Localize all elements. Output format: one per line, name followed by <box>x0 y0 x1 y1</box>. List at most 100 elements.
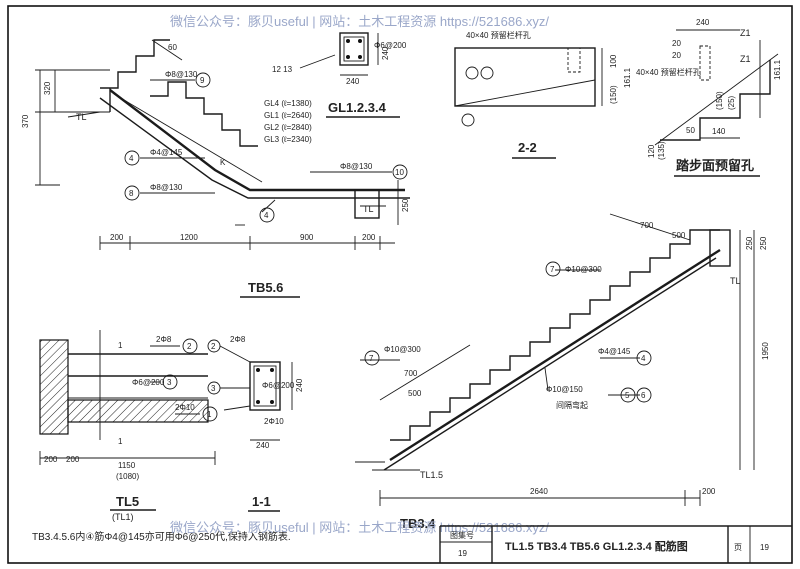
tread-left-dim-2: (135) <box>657 141 666 160</box>
sec22-dim-1: 100 <box>609 54 618 68</box>
tread-bot-dim-50: 50 <box>686 126 695 135</box>
tb34-callout-7b-num: 7 <box>369 354 374 363</box>
sec11-title: 1-1 <box>252 494 271 509</box>
tb34-callout-56: Φ10@150 <box>546 385 583 394</box>
tl5-left-dim-1: 200 <box>44 455 58 464</box>
tl5-sec-mark-top: 1 <box>118 341 123 350</box>
tb34-callout-7b: Φ10@300 <box>384 345 421 354</box>
tb34-top-dim-500: 500 <box>672 231 686 240</box>
tl5-left-dim-2: 200 <box>66 455 80 464</box>
tb34-bot-dim-200: 200 <box>702 487 716 496</box>
tb34-top-dim-700: 700 <box>640 221 654 230</box>
gl-list-4: GL3 (ℓ=2340) <box>264 135 312 144</box>
gl-list-1: GL4 (ℓ=1380) <box>264 99 312 108</box>
watermark-top: 微信公众号：豚贝useful | 网站：土木工程资源 https://52168… <box>170 14 549 29</box>
tb34-callout-5-num: 5 <box>625 391 630 400</box>
tl5-title: TL5 <box>116 494 139 509</box>
tread-dim-20a: 20 <box>672 39 681 48</box>
tb56-dim-1200: 1200 <box>180 233 198 242</box>
sec22-dim-2: (150) <box>609 85 618 104</box>
tb34-left-dim-500: 500 <box>408 389 422 398</box>
tb34-tl15-label: TL1.5 <box>420 470 443 480</box>
sec11-dim-v: 240 <box>295 378 304 392</box>
tb56-callout-4b-num: 4 <box>264 211 269 220</box>
sec11-n3: 3 <box>211 384 216 393</box>
tl5-n3: 3 <box>167 378 172 387</box>
note-text: TB3.4.5.6内④筋Φ4@145亦可用Φ6@250代,保持入钢筋表. <box>32 530 291 543</box>
tb56-callout-9: Φ8@130 <box>165 70 198 79</box>
tl5-c1: 2Φ10 <box>175 403 195 412</box>
tb34-note: 间隔弯起 <box>556 400 588 410</box>
tb56-title: TB5.6 <box>248 280 283 295</box>
sec11-drawing <box>207 339 293 441</box>
tb56-right-dim: 250 <box>401 198 410 212</box>
tb34-callout-6-num: 6 <box>641 391 646 400</box>
tb56-callout-4-num: 4 <box>129 154 134 163</box>
tb34-tl-label: TL <box>730 276 741 286</box>
titleblock-figno-label: 图集号 <box>450 530 474 540</box>
tb34-right-dim-250a: 250 <box>745 236 754 250</box>
tb34-drawing <box>355 213 755 506</box>
tb34-right-dim-250b: 250 <box>759 236 768 250</box>
tl5-sec-mark-bot: 1 <box>118 437 123 446</box>
sec22-drawing <box>454 47 603 127</box>
title-block <box>439 525 792 563</box>
tb56-callout-9-num: 9 <box>200 76 205 85</box>
tread-z1-top: Z1 <box>740 28 751 38</box>
tread-dim-240: 240 <box>696 18 710 27</box>
gl-dim-v: 240 <box>381 46 390 60</box>
tl5-n2: 2 <box>187 342 192 351</box>
tb56-callout-10: Φ8@130 <box>340 162 373 171</box>
tb56-dim-900: 900 <box>300 233 314 242</box>
tb56-k-mark: K <box>220 158 226 167</box>
tb56-tl-bottom-label: TL <box>363 204 374 214</box>
tb34-title: TB3.4 <box>400 516 436 531</box>
tb56-left-dim-2: 320 <box>43 81 52 95</box>
tread-dim-20b: 20 <box>672 51 681 60</box>
tb56-left-dim-1: 370 <box>21 114 30 128</box>
tb56-callout-8: Φ8@130 <box>150 183 183 192</box>
tb56-drawing <box>35 39 410 250</box>
sec22-dim-3: 161.1 <box>623 67 632 88</box>
tb56-callout-8-num: 8 <box>129 189 134 198</box>
tb34-left-dim-700: 700 <box>404 369 418 378</box>
tl5-dim-1150: 1150 <box>118 461 136 470</box>
tl5-drawing <box>39 330 218 465</box>
sheet-frame <box>7 5 793 564</box>
gl-title: GL1.2.3.4 <box>328 100 387 115</box>
tb56-top-dim: 60 <box>168 43 177 52</box>
sec22-title: 2-2 <box>518 140 537 155</box>
gl-stirrup: Φ6@200 <box>374 41 407 50</box>
tread-side-dim-2: (150) <box>715 91 724 110</box>
tread-title: 踏步面预留孔 <box>676 158 754 173</box>
tl5-c3: Φ6@200 <box>132 378 165 387</box>
gl-list-2: GL1 (ℓ=2640) <box>264 111 312 120</box>
tb56-dim-200a: 200 <box>110 233 124 242</box>
tb56-callout-4: Φ4@145 <box>150 148 183 157</box>
titleblock-page-label: 页 <box>734 543 742 552</box>
watermark-bottom: 微信公众号：豚贝useful | 网站：土木工程资源 https://52168… <box>170 520 549 535</box>
tread-drawing <box>654 29 779 146</box>
tread-side-dim-3: (25) <box>727 95 736 110</box>
sec11-dim-h: 240 <box>256 441 270 450</box>
tread-side-dim-1: 161.1 <box>773 59 782 80</box>
gl-dim-h: 240 <box>346 77 360 86</box>
tb34-callout-7a-num: 7 <box>550 265 555 274</box>
tb34-vert-dim: 1950 <box>761 342 770 360</box>
tl5-n1: 1 <box>207 410 212 419</box>
tread-hole-label: 40×40 预留栏杆孔 <box>636 67 701 77</box>
tb34-callout-4-num: 4 <box>641 354 646 363</box>
titleblock-figno: 19 <box>458 549 467 558</box>
tb56-tl-label: TL <box>76 112 87 122</box>
tread-bot-dim-140: 140 <box>712 127 726 136</box>
titleblock-title: TL1.5 TB3.4 TB5.6 GL1.2.3.4 配筋图 <box>505 539 688 553</box>
tb56-callout-10-num: 10 <box>395 168 404 177</box>
gl-section <box>299 32 379 76</box>
tread-z1-mid: Z1 <box>740 54 751 64</box>
tb56-dim-200b: 200 <box>362 233 376 242</box>
tl5-c2: 2Φ8 <box>156 335 172 344</box>
tl5-dim-1080: (1080) <box>116 472 139 481</box>
gl-bars: 12 13 <box>272 65 293 74</box>
sec11-c2: 2Φ8 <box>230 335 246 344</box>
